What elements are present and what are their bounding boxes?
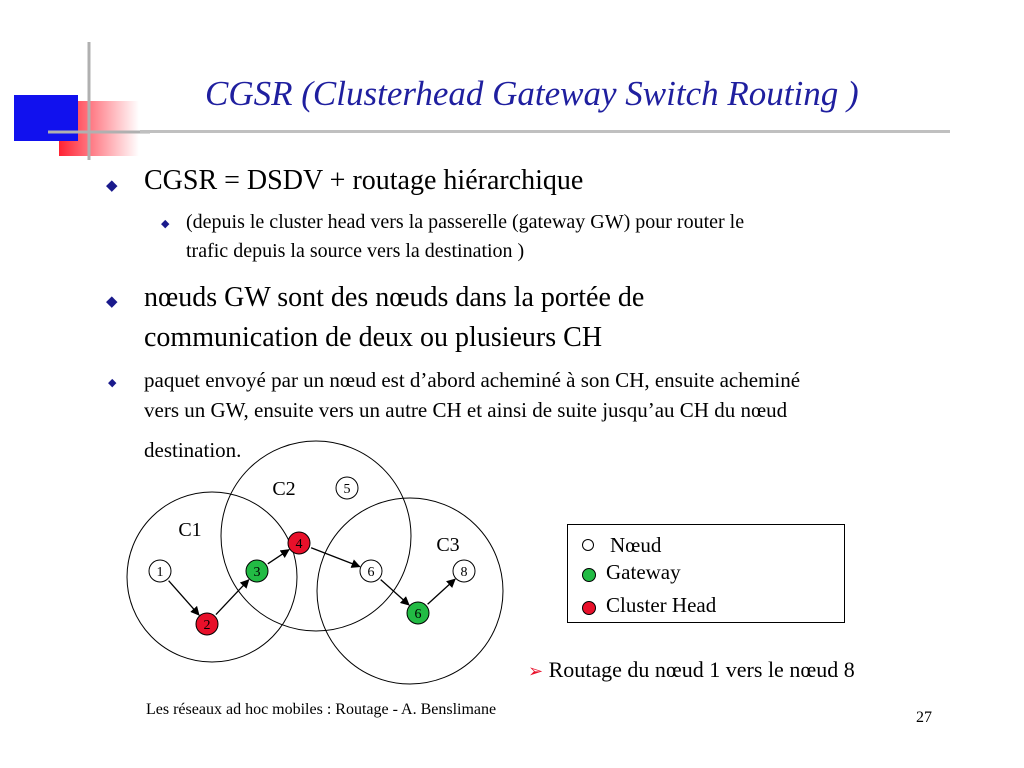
page-number: 27 <box>916 709 932 726</box>
route-arrow-n6a-n6b <box>380 579 410 606</box>
legend-node-label: Nœud <box>610 533 662 557</box>
footer-text: Les réseaux ad hoc mobiles : Routage - A… <box>146 701 497 718</box>
node-n1-circle <box>148 559 172 583</box>
cluster-c2-circle <box>220 440 412 632</box>
node-legend-swatch <box>582 539 594 551</box>
title-underline <box>140 130 950 133</box>
node-n8-label: 8 <box>461 565 468 580</box>
cluster-c2-label: C2 <box>272 478 295 500</box>
diamond-bullet-icon: ◆ <box>106 178 118 194</box>
route-arrow-n3-n4 <box>267 549 290 565</box>
node-n1-label: 1 <box>157 565 164 580</box>
diamond-bullet-icon: ◆ <box>161 218 170 230</box>
cluster-c1-circle <box>126 491 298 663</box>
node-n3-label: 3 <box>254 565 261 580</box>
route-caption-text: Routage du nœud 1 vers le nœud 8 <box>548 657 855 682</box>
cluster-c3-label: C3 <box>436 534 459 556</box>
cluster-head-legend-swatch <box>582 601 596 615</box>
node-n6a-circle <box>359 559 383 583</box>
legend-gateway-label: Gateway <box>606 560 681 584</box>
legend-cluster-head-label: Cluster Head <box>606 593 717 617</box>
gateway-legend-swatch <box>582 568 596 582</box>
route-arrow-n4-n6a <box>310 547 361 568</box>
cluster-c3-circle <box>316 497 504 685</box>
legend-box: Nœud Gateway Cluster Head <box>567 524 845 623</box>
node-n4-circle <box>287 531 311 555</box>
node-n6a-label: 6 <box>368 565 375 580</box>
node-n6b-label: 6 <box>415 607 422 622</box>
node-n5-label: 5 <box>344 482 351 497</box>
cluster-c1-label: C1 <box>178 519 201 541</box>
node-n3-circle <box>245 559 269 583</box>
arrow-bullet-icon: ➢ <box>528 661 544 681</box>
route-caption: ➢ Routage du nœud 1 vers le nœud 8 <box>528 657 855 683</box>
bullet-2-line-1: (depuis le cluster head vers la passerel… <box>186 211 745 233</box>
bullet-4-line-3: destination. <box>144 438 242 462</box>
route-arrow-n6b-n8 <box>427 578 456 605</box>
route-arrow-n1-n2 <box>168 580 200 616</box>
diamond-bullet-icon: ◆ <box>106 294 118 310</box>
bullet-4-line-1: paquet envoyé par un nœud est d’abord ac… <box>144 368 801 392</box>
diamond-bullet-icon: ◆ <box>108 377 117 389</box>
node-n8-circle <box>452 559 476 583</box>
bullet-2-line-2: trafic depuis la source vers la destinat… <box>186 240 525 262</box>
node-n2-circle <box>195 612 219 636</box>
bullet-4-line-2: vers un GW, ensuite vers un autre CH et … <box>144 398 788 422</box>
bullet-3-line-1: nœuds GW sont des nœuds dans la portée d… <box>144 282 645 313</box>
node-n2-label: 2 <box>204 618 211 633</box>
node-n6b-circle <box>406 601 430 625</box>
corner-decoration <box>14 42 150 160</box>
node-n4-label: 4 <box>296 537 303 552</box>
slide-title: CGSR (Clusterhead Gateway Switch Routing… <box>205 74 859 113</box>
node-n5-circle <box>335 476 359 500</box>
bullet-3-line-2: communication de deux ou plusieurs CH <box>144 322 603 353</box>
bullet-1-text: CGSR = DSDV + routage hiérarchique <box>144 165 584 196</box>
route-arrow-n2-n3 <box>215 579 250 615</box>
